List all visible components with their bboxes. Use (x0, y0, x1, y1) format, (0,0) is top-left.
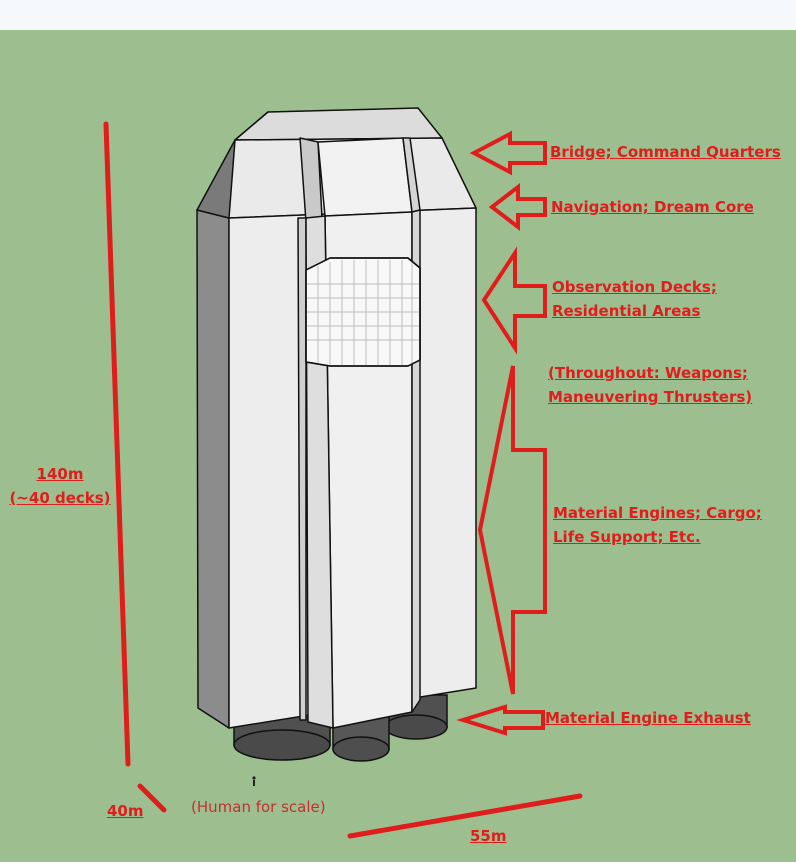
width-line (347, 793, 583, 839)
label-height-line2: (~40 decks) (9, 489, 111, 507)
sky (0, 0, 796, 32)
label-engines: Material Engines; Cargo; Life Support; E… (553, 501, 762, 549)
label-throughout: (Throughout: Weapons; Maneuvering Thrust… (548, 361, 752, 409)
depth-line (137, 783, 167, 813)
label-bridge-text: Bridge; Command Quarters (550, 143, 781, 161)
label-observation-line1: Observation Decks; (552, 278, 717, 296)
label-width-text: 55m (470, 827, 507, 845)
arrow-left-icon (481, 246, 547, 355)
label-height-line1: 140m (36, 465, 84, 483)
ship-hull (196, 107, 477, 729)
label-width: 55m (470, 824, 507, 848)
arrow-left-icon (488, 182, 547, 232)
arrow-left-icon (456, 704, 545, 736)
label-engines-line1: Material Engines; Cargo; (553, 504, 762, 522)
arrow-left-icon (469, 130, 547, 176)
annotation-arrows (456, 130, 547, 736)
label-navigation: Navigation; Dream Core (551, 195, 754, 219)
label-depth-text: 40m (107, 802, 144, 820)
label-navigation-text: Navigation; Dream Core (551, 198, 754, 216)
label-exhaust: Material Engine Exhaust (545, 706, 751, 730)
label-observation-line2: Residential Areas (552, 302, 701, 320)
human-figure-icon (252, 776, 256, 786)
label-height: 140m (~40 decks) (8, 462, 112, 510)
label-throughout-line2: Maneuvering Thrusters) (548, 388, 753, 406)
label-throughout-line1: (Throughout: Weapons; (548, 364, 748, 382)
label-observation: Observation Decks; Residential Areas (552, 275, 717, 323)
label-exhaust-text: Material Engine Exhaust (545, 709, 751, 727)
label-engines-line2: Life Support; Etc. (553, 528, 701, 546)
bracket-arrow-icon (477, 365, 547, 695)
label-human: (Human for scale) (191, 798, 326, 816)
label-bridge: Bridge; Command Quarters (550, 140, 781, 164)
height-line (103, 121, 131, 767)
dimension-lines (103, 121, 583, 839)
label-depth: 40m (107, 799, 144, 823)
